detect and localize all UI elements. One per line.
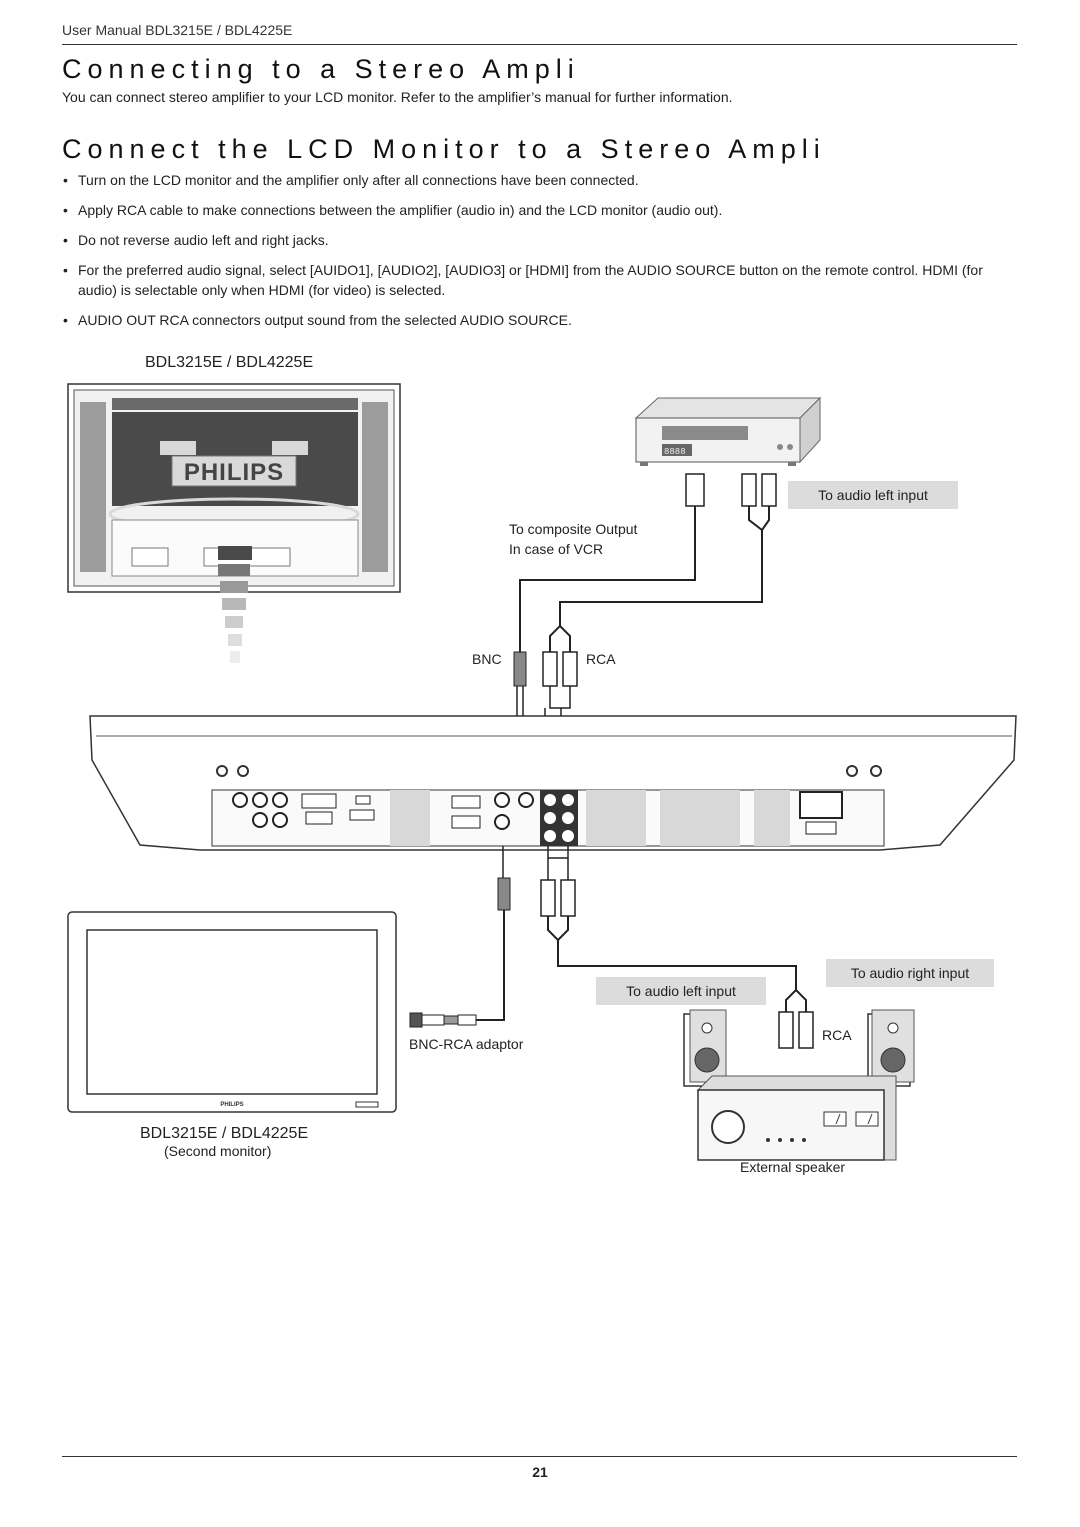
external-speaker-system: [683, 1009, 915, 1161]
label-second-monitor: (Second monitor): [164, 1143, 272, 1159]
label-bnc-rca-adaptor: BNC-RCA adaptor: [409, 1036, 524, 1052]
vcr-device: 8888: [634, 396, 822, 466]
list-item: Turn on the LCD monitor and the amplifie…: [62, 170, 1002, 190]
label-rca-bottom: RCA: [822, 1027, 852, 1043]
intro-text: You can connect stereo amplifier to your…: [62, 89, 733, 105]
philips-logo: PHILIPS: [184, 459, 284, 486]
label-external-speaker: External speaker: [740, 1159, 846, 1175]
label-rca-top: RCA: [586, 651, 616, 667]
label-in-case-of-vcr: In case of VCR: [509, 541, 604, 557]
instruction-list: Turn on the LCD monitor and the amplifie…: [62, 170, 1002, 340]
vcr-cables: [519, 473, 777, 652]
label-to-audio-left-input-bottom: To audio left input: [596, 977, 766, 1005]
output-cables: [476, 846, 814, 1049]
list-item: Do not reverse audio left and right jack…: [62, 230, 1002, 250]
section-title: Connecting to a Stereo Ampli: [62, 54, 580, 84]
list-item: Apply RCA cable to make connections betw…: [62, 200, 1002, 220]
footer-rule: [62, 1456, 1017, 1457]
monitor-bottom-panel: [89, 715, 1017, 851]
vcr-display: 8888: [664, 447, 686, 457]
bnc-rca-adaptor: [409, 1012, 477, 1028]
header-rule: [62, 44, 1017, 45]
manual-header: User Manual BDL3215E / BDL4225E: [62, 22, 293, 38]
label-to-audio-left-input-top: To audio left input: [788, 481, 958, 509]
label-composite-output: To composite Output: [509, 521, 638, 537]
model-label-bottom: BDL3215E / BDL4225E: [140, 1125, 309, 1142]
subsection-title: Connect the LCD Monitor to a Stereo Ampl…: [62, 134, 826, 164]
list-item: AUDIO OUT RCA connectors output sound fr…: [62, 310, 1002, 330]
philips-logo-small: PHILIPS: [220, 1102, 243, 1108]
label-bnc: BNC: [472, 651, 502, 667]
second-monitor: PHILIPS: [67, 911, 397, 1113]
model-label-top: BDL3215E / BDL4225E: [145, 354, 314, 371]
list-item: For the preferred audio signal, select […: [62, 260, 1002, 300]
label-to-audio-right-input: To audio right input: [826, 959, 994, 987]
page-number: 21: [532, 1464, 548, 1480]
monitor-rear-view: PHILIPS: [67, 383, 401, 663]
